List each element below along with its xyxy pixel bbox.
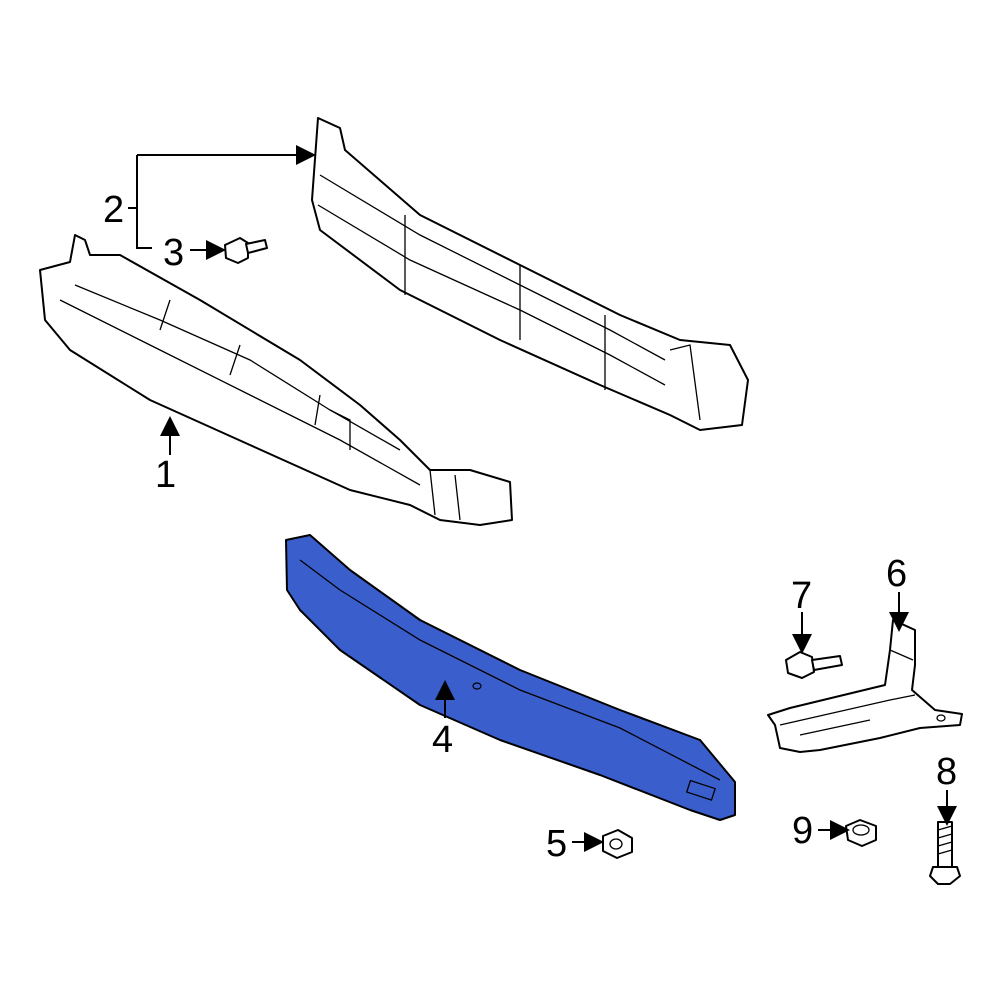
callout-5: 5 — [546, 823, 567, 865]
highlighted-part-shape — [285, 534, 736, 821]
callout-4: 4 — [432, 719, 453, 761]
callout-9: 9 — [792, 810, 813, 852]
part-2-reinforcement-bar[interactable] — [311, 117, 749, 431]
part-6-bracket[interactable] — [767, 619, 963, 753]
callout-7: 7 — [791, 575, 812, 617]
callout-3: 3 — [163, 232, 184, 274]
callout-8: 8 — [936, 751, 957, 793]
callout-1: 1 — [155, 454, 176, 496]
callout-2: 2 — [103, 189, 124, 231]
part-4-lower-reinforcement[interactable] — [285, 534, 736, 821]
part-3-bolt[interactable] — [224, 237, 268, 264]
part-1-absorber[interactable] — [39, 234, 513, 526]
leader-lines — [128, 145, 957, 852]
part-9-nut[interactable] — [845, 819, 877, 847]
part-7-bolt[interactable] — [785, 651, 843, 679]
part-5-nut[interactable] — [602, 829, 633, 859]
part-8-bolt[interactable] — [929, 821, 961, 885]
callout-6: 6 — [886, 553, 907, 595]
